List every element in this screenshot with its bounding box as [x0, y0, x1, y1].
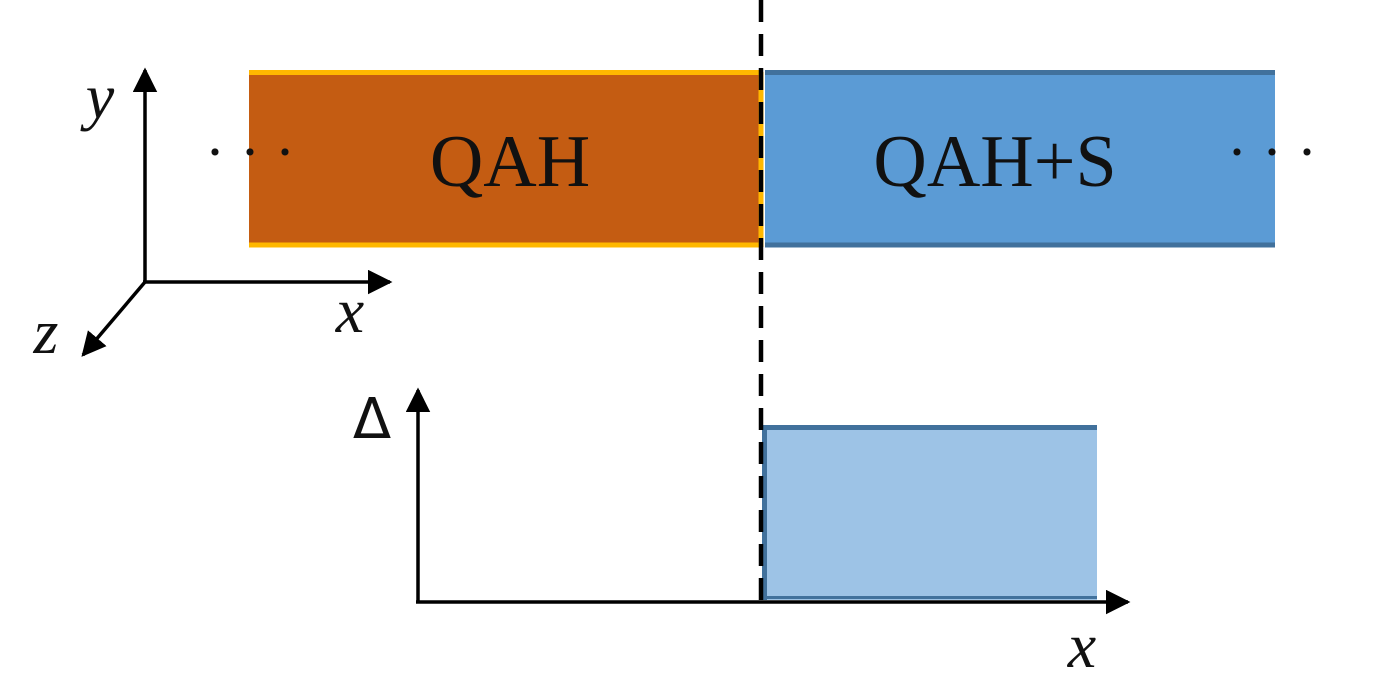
plot-delta-label: Δ: [353, 387, 391, 452]
coord-x-label: x: [335, 275, 364, 346]
qahs-region-fill: [765, 71, 1275, 247]
gap-profile-plot: Δ x: [353, 387, 1131, 679]
coord-z-label: z: [33, 296, 59, 367]
coord-z-axis: [81, 280, 147, 357]
left-ellipsis: · · ·: [205, 119, 295, 185]
qah-label: QAH: [430, 121, 590, 203]
qahs-region: QAH+S: [765, 70, 1275, 248]
plot-x-label: x: [1067, 610, 1096, 679]
qah-region-fill: [249, 71, 763, 247]
coord-y-label: y: [80, 61, 115, 132]
qah-region: QAH: [249, 70, 764, 248]
right-ellipsis: · · ·: [1227, 119, 1317, 185]
coordinate-frame: y x z: [33, 61, 393, 367]
gap-step-fill: [763, 427, 1097, 600]
qahs-label: QAH+S: [873, 121, 1116, 203]
